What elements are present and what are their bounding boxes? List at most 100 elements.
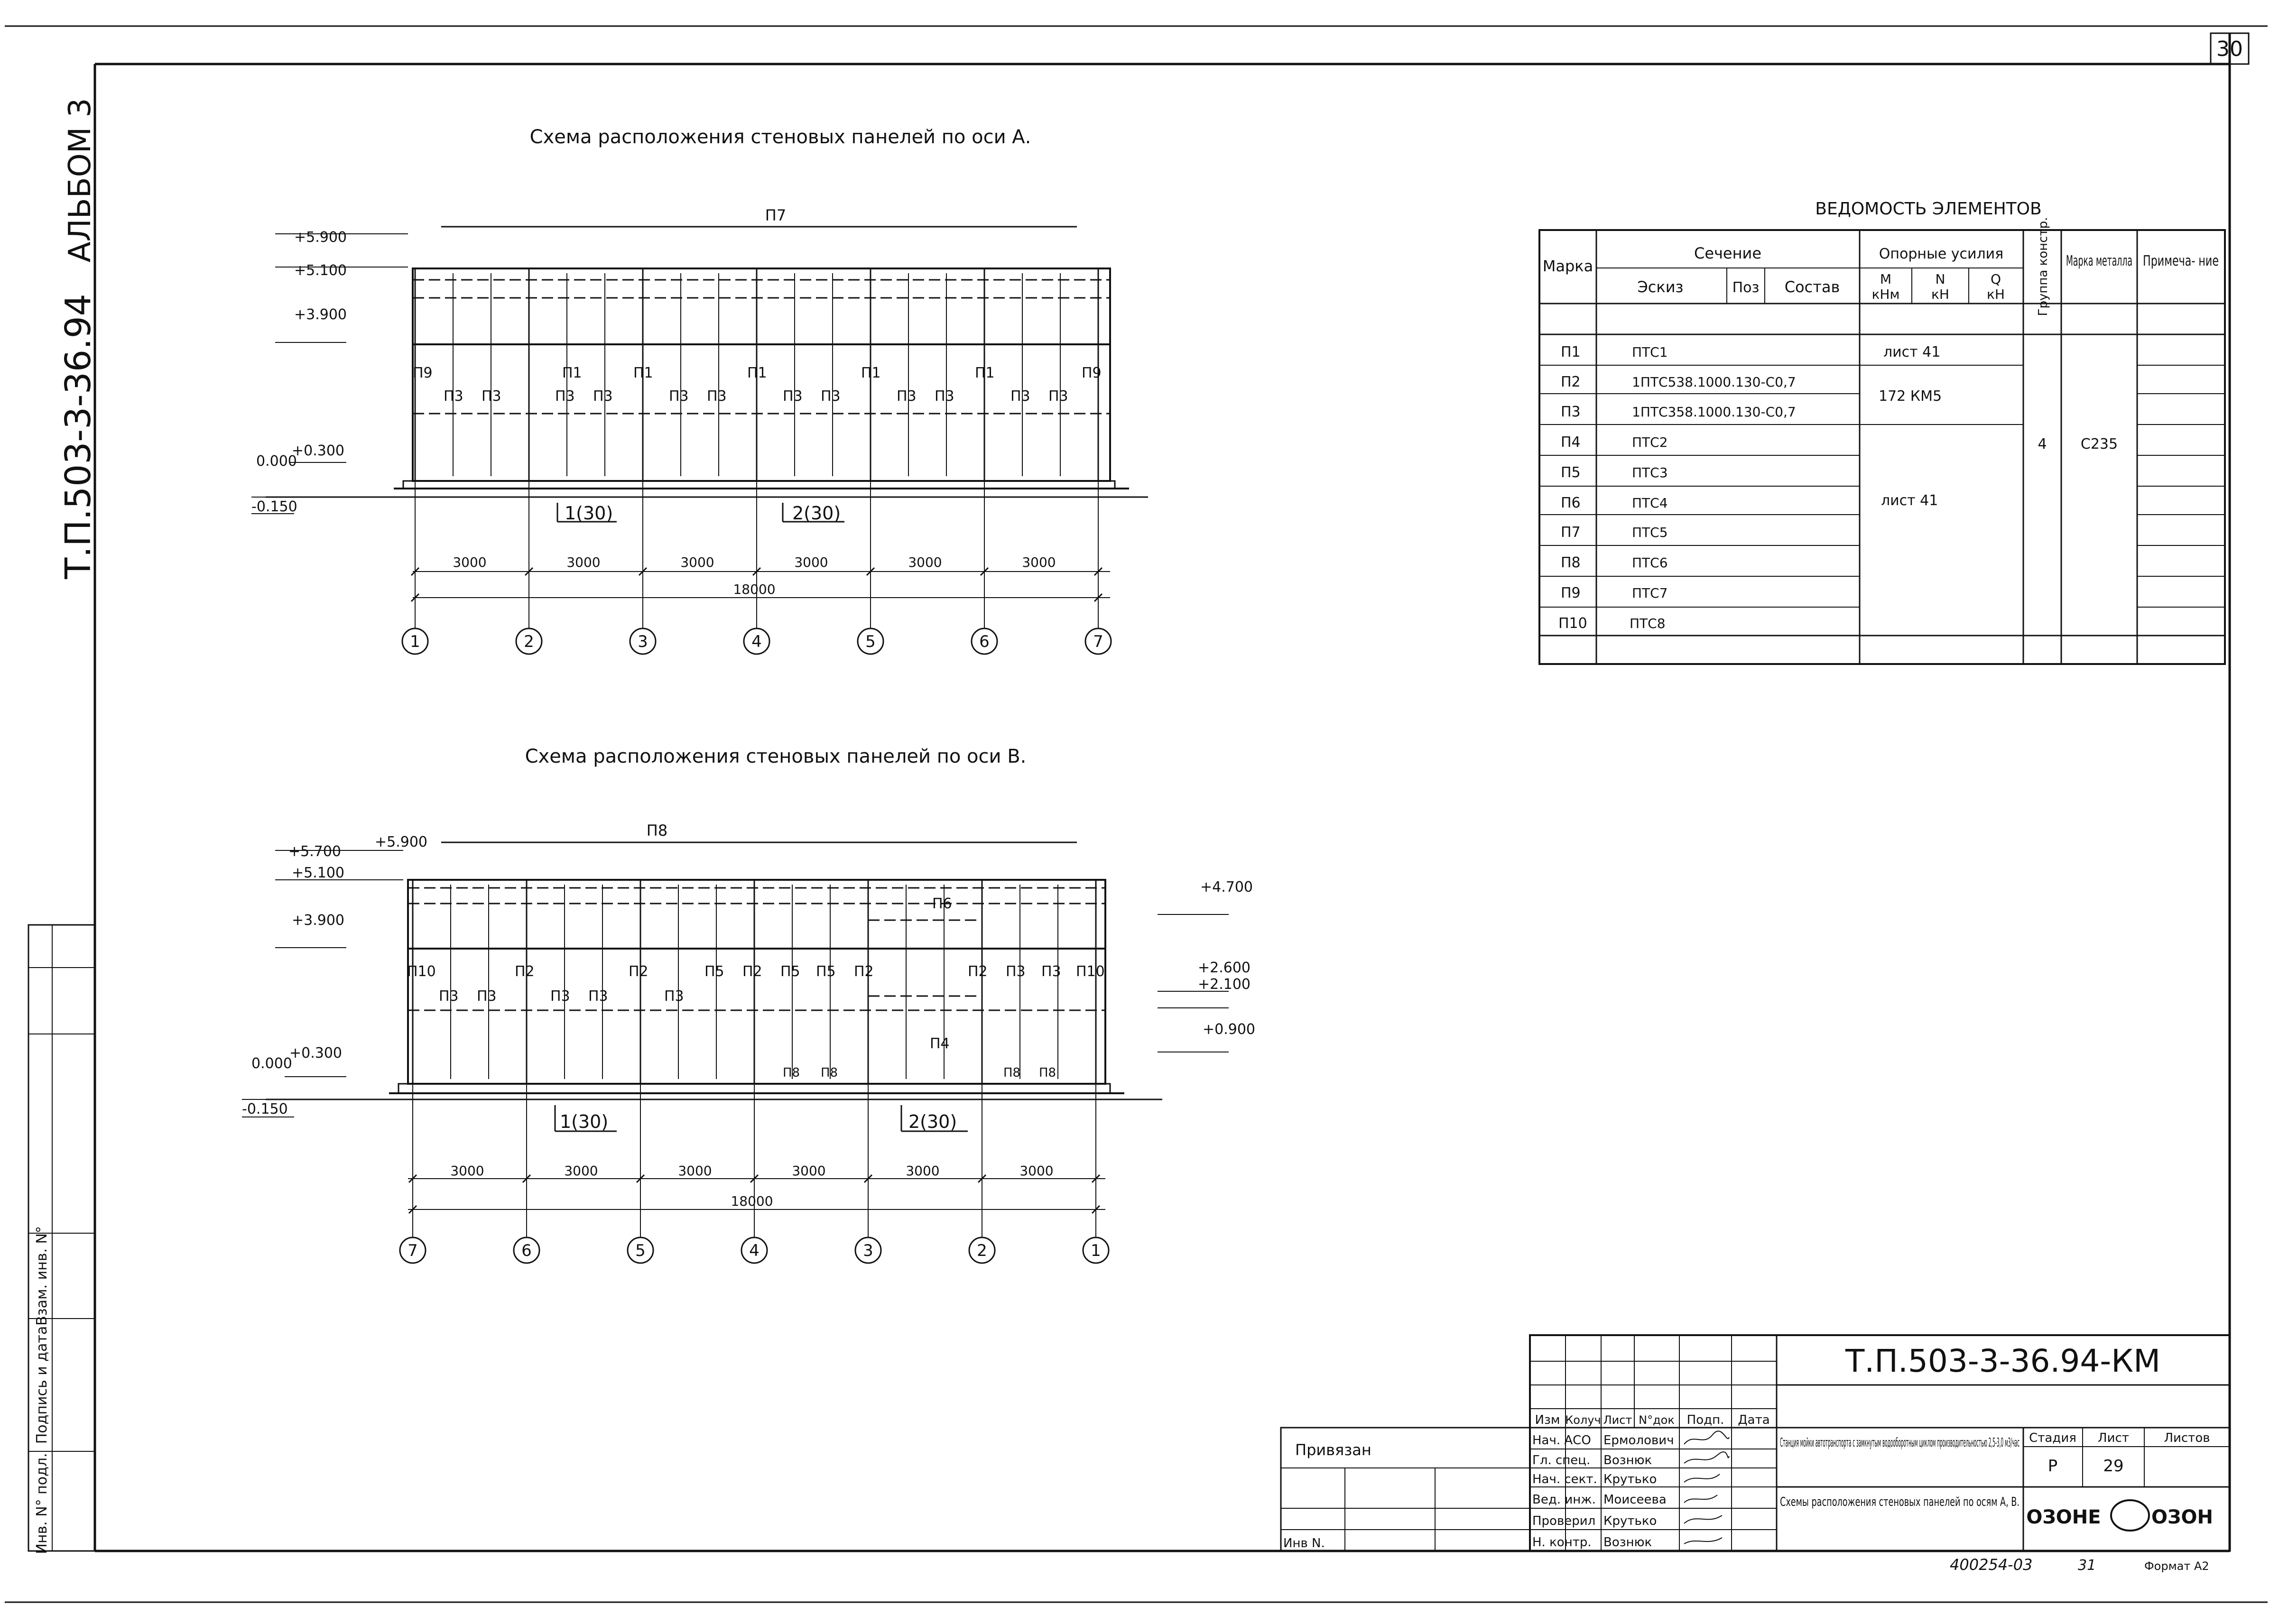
stamp-label-inv: Инв. N° подл. [34, 1453, 50, 1554]
drawing-name: Схемы расположения стеновых панелей по о… [1780, 1495, 2020, 1509]
panel-label: П2 [854, 963, 874, 980]
axis-bubble-label: 4 [751, 632, 762, 651]
dim-tick [522, 1174, 531, 1183]
scheme-b-axes: 7 6 5 4 3 2 1 [408, 1241, 1101, 1260]
scheme-b-level: +2.100 [1198, 976, 1251, 993]
axis-bubble-label: 7 [1093, 632, 1103, 651]
panel-label: П2 [742, 963, 762, 980]
scheme-b-spans: 3000 3000 3000 3000 3000 3000 [450, 1163, 1053, 1179]
scheme-a-axes: 1 2 3 4 5 6 7 [410, 632, 1103, 651]
axis-bubble [857, 627, 884, 655]
panel-label: П3 [1010, 388, 1030, 405]
panel-label: П2 [968, 963, 988, 980]
row-sostav: ПТС4 [1632, 495, 1668, 511]
row-marka: П9 [1561, 585, 1581, 601]
row-sostav: ПТС2 [1632, 434, 1668, 450]
row-marka: П10 [1558, 615, 1587, 632]
person-name: Вознюк [1603, 1535, 1652, 1550]
scheme-b-level: -0.150 [242, 1101, 288, 1117]
panel-label: П3 [550, 988, 570, 1005]
scheme-b-level: +5.100 [292, 865, 344, 881]
merged-group: 4 [2038, 436, 2047, 452]
org-logo: ОЗОНЕ ОЗОН [2026, 1499, 2213, 1532]
panel-label: П2 [629, 963, 648, 980]
panel-label: П2 [515, 963, 535, 980]
scheme-b-level: +4.700 [1200, 879, 1253, 895]
row-sostav: ПТС5 [1632, 525, 1668, 540]
section-callout: 1(30) [565, 503, 613, 524]
role: Гл. спец. [1532, 1453, 1590, 1467]
hdr-q: Q [1991, 271, 2001, 287]
span-dim: 3000 [1022, 554, 1056, 570]
panel-label: П3 [707, 388, 727, 405]
span-dim: 3000 [908, 554, 942, 570]
hdr-n-unit: кН [1931, 286, 1949, 302]
head-col: Изм [1535, 1413, 1560, 1427]
vedomost-rows: П1 ПТС1 П2 1ПТС538.1000.130-С0,7 П3 1ПТС… [1558, 344, 1796, 632]
row-sostav: ПТС6 [1632, 555, 1668, 571]
panel-label: П3 [444, 388, 463, 405]
scheme-b-level: 0.000 [251, 1055, 292, 1072]
scheme-a-level: +0.300 [292, 443, 344, 459]
dim-tick [524, 567, 534, 576]
row-sostav: ПТС3 [1632, 465, 1668, 480]
scheme-a-spans: 3000 3000 3000 3000 3000 3000 [453, 554, 1056, 570]
stamp-label-sign: Подпись и дата [34, 1326, 50, 1444]
span-dim: 3000 [678, 1163, 712, 1179]
sheet-frame [5, 25, 2268, 1603]
row-marka: П2 [1561, 374, 1581, 390]
panel-label: П3 [783, 388, 803, 405]
span-dim: 3000 [794, 554, 828, 570]
hdr-sechenie: Сечение [1694, 244, 1761, 262]
total-dim: 18000 [733, 581, 775, 597]
panel-label: П3 [593, 388, 613, 405]
panel-label: П3 [1048, 388, 1068, 405]
org-name: ОЗОНЕ [2026, 1506, 2101, 1528]
hdr-sostav: Состав [1785, 278, 1840, 296]
panel-label: П5 [704, 963, 724, 980]
merged-list41-top: лист 41 [1883, 344, 1940, 360]
axis-bubble-label: 2 [524, 632, 534, 651]
panel-label: П8 [821, 1066, 838, 1080]
axis-bubble-label: 5 [635, 1241, 646, 1260]
merged-km5: 172 КМ5 [1879, 388, 1942, 405]
scheme-b-columns [412, 880, 1097, 1084]
span-dim: 3000 [564, 1163, 598, 1179]
scheme-a-level: +5.900 [294, 229, 347, 246]
hdr-gruppa: Группа констр. [2036, 217, 2050, 316]
role: Н. контр. [1532, 1535, 1592, 1550]
panel-label: П3 [1006, 963, 1026, 980]
row-marka: П6 [1561, 495, 1581, 511]
bottom-sheet: 31 [2078, 1557, 2096, 1574]
hdr-marka-metalla: Марка металла [2066, 253, 2132, 269]
scheme-a-elevation [251, 226, 1148, 598]
row-sostav: ПТС1 [1632, 344, 1668, 360]
panel-label: П1 [633, 365, 653, 381]
panel-label: П8 [1039, 1066, 1056, 1080]
role: Нач. АСО [1532, 1433, 1591, 1448]
axis-bubble [515, 627, 543, 655]
person-name: Ермолович [1603, 1433, 1674, 1448]
stamp-label-replace: Взам. инв. N° [34, 1226, 50, 1326]
panel-label: П1 [562, 365, 582, 381]
axis-bubble [629, 627, 657, 655]
row-marka: П1 [1561, 344, 1581, 360]
panel-label: П8 [1003, 1066, 1020, 1080]
dim-tick [410, 567, 420, 576]
role: Вед. инж. [1532, 1493, 1596, 1507]
row-sostav: ПТС8 [1630, 616, 1666, 631]
signature-scribbles [1684, 1430, 1730, 1544]
scheme-b-title: Схема расположения стеновых панелей по о… [525, 746, 1027, 767]
total-dim: 18000 [731, 1193, 773, 1209]
scheme-b-level: +0.900 [1203, 1021, 1255, 1038]
scheme-a-lower-labels: П3 П3 П3 П3 П3 П3 П3 П3 П3 П3 П3 П3 [444, 388, 1068, 405]
dim-tick [636, 1174, 645, 1183]
vedomost-grid [1538, 229, 2226, 665]
panel-label: П8 [783, 1066, 800, 1080]
scheme-b-dimensions [399, 1084, 1110, 1264]
project-name: Станция мойки автотранспорта с замкнутым… [1780, 1436, 2020, 1450]
dim-tick [408, 1174, 417, 1183]
dim-tick [977, 1174, 987, 1183]
scheme-b-extra-labels: П6 П4 П8 П8 П8 П8 [783, 895, 1056, 1080]
